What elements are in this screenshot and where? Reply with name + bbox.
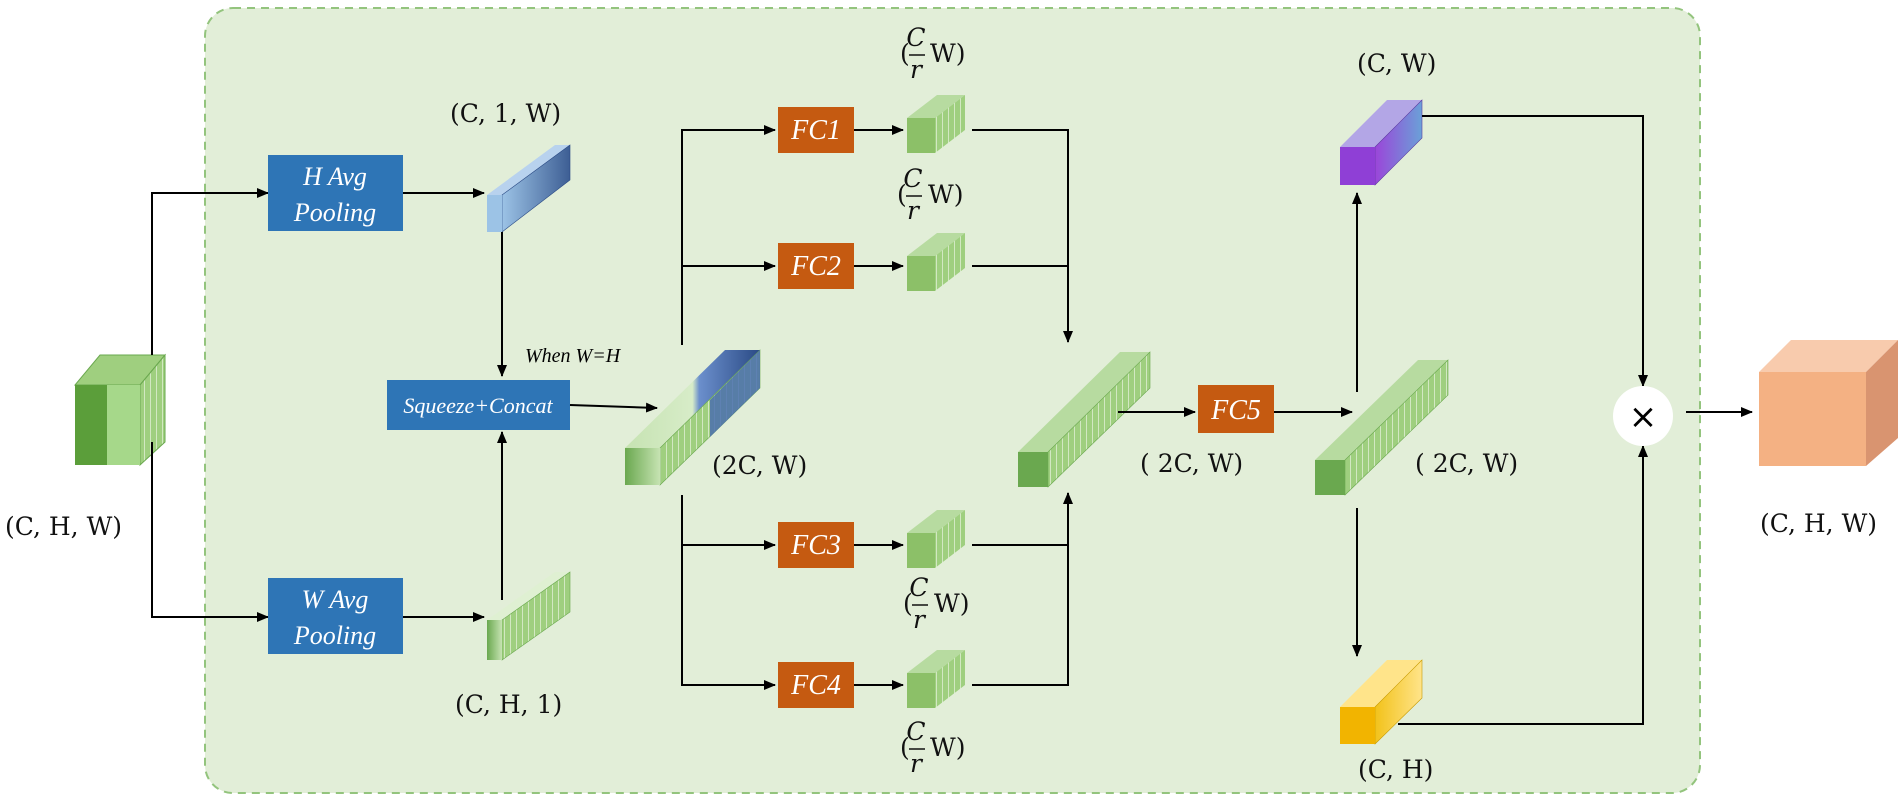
w-pooled-dim-label: (C, H, 1) <box>455 690 562 719</box>
w-avg-pooling-label-line1: W Avg <box>302 585 369 614</box>
output-dim-label: (C, H, W) <box>1760 509 1877 538</box>
fc3-dim-denominator: r <box>913 605 927 634</box>
w-branch-to-multiply-arrow <box>1422 115 1648 387</box>
output-tensor <box>1759 340 1898 466</box>
concat-dim-label: (2C, W) <box>712 451 807 480</box>
h-pooled-tensor <box>487 144 571 233</box>
fc4-output-tensor <box>907 650 965 708</box>
multiply-symbol: × <box>1629 397 1658 437</box>
fc2-output-tensor <box>907 233 965 291</box>
fc1-dim-numerator: C <box>906 23 925 52</box>
fc3-dim-open: ( <box>903 589 913 618</box>
fc1-block <box>778 107 854 153</box>
fc2-label: FC2 <box>790 251 841 282</box>
fc3-dim-rest: W) <box>934 589 969 618</box>
w-pooled-tensor <box>487 571 571 661</box>
fc1-output-tensor <box>907 95 965 153</box>
merged-tensor <box>1018 351 1151 488</box>
fc1-dim-rest: W) <box>930 39 965 68</box>
fc4-dim-open: ( <box>900 733 910 762</box>
fc1-dim-denominator: r <box>910 55 924 84</box>
fc4-dim-rest: W) <box>930 733 965 762</box>
fc3-dim-numerator: C <box>909 573 928 602</box>
fc2-dim-rest: W) <box>928 180 963 209</box>
fc2-dim-numerator: C <box>903 164 922 193</box>
h-avg-pooling-label-line1: H Avg <box>302 162 367 191</box>
fc2-block <box>778 243 854 289</box>
fc4-label: FC4 <box>790 670 841 701</box>
when-w-equals-h-annotation: When W=H <box>525 345 622 367</box>
squeeze-concat-block <box>387 380 570 430</box>
fc3-output-tensor <box>907 510 965 568</box>
fc2-dim-denominator: r <box>907 196 921 225</box>
fc4-dim-numerator: C <box>906 717 925 746</box>
w-avg-pooling-label-line2: Pooling <box>293 621 376 650</box>
fc2-dim-label: ( C r W) <box>897 164 963 225</box>
concat-tensor <box>625 349 761 486</box>
attention-module-panel <box>204 7 1701 794</box>
h-avg-pooling-block <box>268 155 403 231</box>
h-attention-tensor <box>1340 659 1423 745</box>
fc1-merge-arrow <box>972 129 1073 343</box>
fc3-block <box>778 522 854 568</box>
concat-to-tensor-arrow <box>569 402 658 413</box>
fc4-dim-label: ( C r W) <box>900 717 965 778</box>
fc5-output-dim-label: ( 2C, W) <box>1415 449 1518 478</box>
fc2-dim-open: ( <box>897 180 907 209</box>
multiply-node <box>1613 386 1673 446</box>
fc3-label: FC3 <box>790 530 841 561</box>
input-dim-label: (C, H, W) <box>5 512 122 541</box>
input-to-h-pool-arrow <box>151 188 269 355</box>
h-branch-to-multiply-arrow <box>1398 445 1648 725</box>
fc4-dim-denominator: r <box>910 749 924 778</box>
fc4-block <box>778 662 854 708</box>
merged-dim-label: ( 2C, W) <box>1140 449 1243 478</box>
h-avg-pooling-label-line2: Pooling <box>293 198 376 227</box>
branch-lower-trunk <box>681 495 776 690</box>
input-to-w-pool-arrow <box>151 442 269 622</box>
w-attention-tensor <box>1340 99 1423 186</box>
fc5-block <box>1198 385 1274 433</box>
h-attention-dim-label: (C, H) <box>1358 755 1433 784</box>
fc1-dim-label: ( C r W) <box>900 23 965 84</box>
fc5-output-tensor <box>1315 359 1449 496</box>
fc5-label: FC5 <box>1210 395 1261 426</box>
w-attention-dim-label: (C, W) <box>1357 49 1436 78</box>
fc1-label: FC1 <box>790 115 841 146</box>
fc1-dim-open: ( <box>900 39 910 68</box>
h-pooled-dim-label: (C, 1, W) <box>450 99 561 128</box>
fc3-dim-label: ( C r W) <box>903 573 969 634</box>
input-tensor <box>73 353 167 467</box>
fc4-merge-arrow <box>972 492 1073 686</box>
squeeze-concat-label: Squeeze+Concat <box>403 393 553 418</box>
branch-upper-trunk <box>681 125 776 345</box>
w-avg-pooling-block <box>268 578 403 654</box>
